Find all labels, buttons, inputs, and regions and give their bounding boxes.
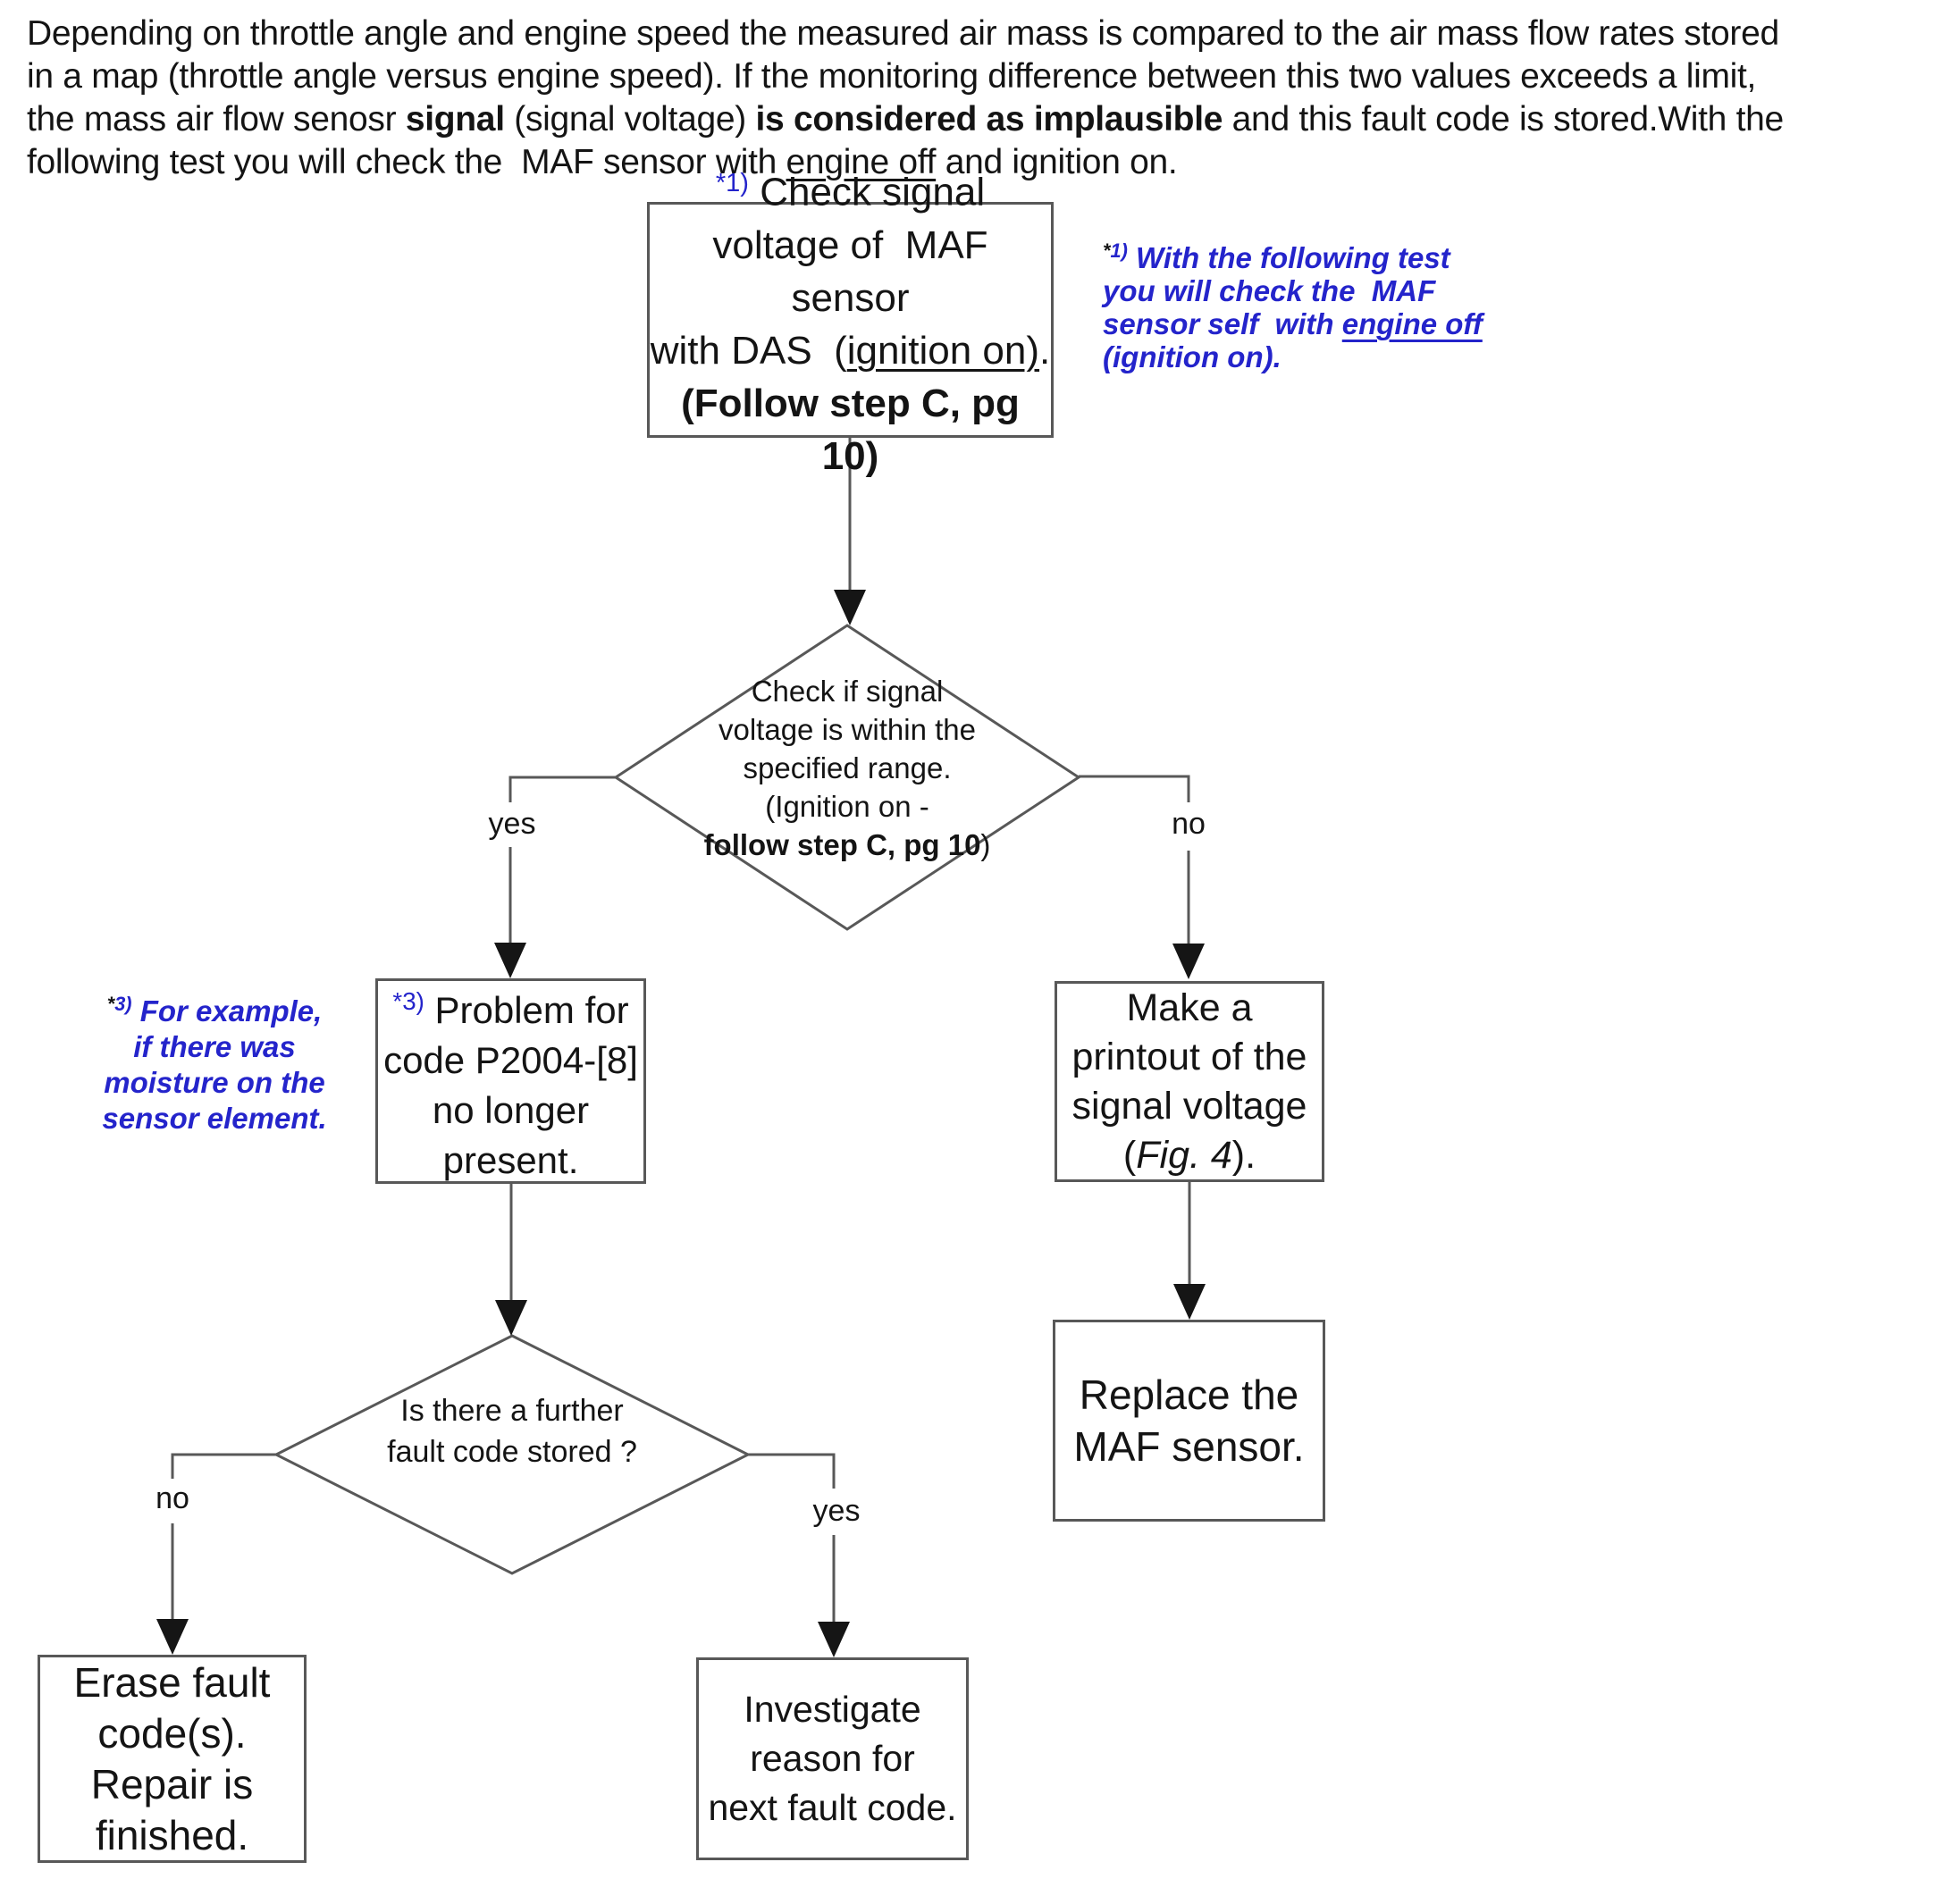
box5-line-2: MAF sensor. bbox=[1073, 1423, 1305, 1470]
decision-diamond-signal-range-shape bbox=[613, 624, 1081, 931]
diamond1-line-1: Check if signal bbox=[751, 675, 944, 708]
process-box-replace-maf-sensor: Replace the MAF sensor. bbox=[1053, 1320, 1325, 1522]
decision-diamond-further-fault-shape bbox=[273, 1334, 752, 1575]
intro-line-2: in a map (throttle angle versus engine s… bbox=[27, 57, 1757, 96]
box6-line-3: Repair is bbox=[90, 1760, 254, 1808]
arrowhead-into-box7 bbox=[818, 1622, 850, 1657]
box4-line-3: signal voltage bbox=[1071, 1084, 1307, 1128]
annotation-note-1: *1) With the following test you will che… bbox=[1103, 234, 1496, 373]
note1-line-2: you will check the MAF bbox=[1103, 274, 1436, 307]
box5-line-1: Replace the bbox=[1079, 1371, 1299, 1418]
box4-line-2: printout of the bbox=[1071, 1035, 1307, 1078]
arrowhead-into-box4 bbox=[1172, 944, 1205, 979]
box4-line-1: Make a bbox=[1126, 986, 1253, 1029]
box1-line-2: voltage of MAF sensor bbox=[712, 222, 999, 320]
diamond2-line-2: fault code stored ? bbox=[387, 1435, 637, 1469]
connector-diamond2-no-upper bbox=[171, 1453, 276, 1479]
box6-line-1: Erase fault bbox=[73, 1658, 271, 1706]
note3-line-2: if there was bbox=[133, 1030, 296, 1063]
note1-line-1: *1) With the following test bbox=[1103, 239, 1450, 274]
process-box-investigate-next-fault: Investigate reason for next fault code. bbox=[696, 1657, 969, 1860]
footnote-ref-3: *3) bbox=[392, 987, 424, 1015]
box1-line-3: with DAS (ignition on). bbox=[650, 328, 1051, 373]
note1-line-3: sensor self with engine off bbox=[1103, 307, 1483, 340]
note3-line-3: moisture on the bbox=[104, 1066, 325, 1099]
arrowhead-into-box3 bbox=[494, 943, 526, 978]
intro-line-4: following test you will check the MAF se… bbox=[27, 143, 1178, 181]
connector-diamond1-no-upper bbox=[1079, 775, 1190, 802]
intro-paragraph: Depending on throttle angle and engine s… bbox=[27, 13, 1939, 184]
branch-label-yes-diamond2: yes bbox=[812, 1494, 861, 1528]
footnote-ref-1: *1) bbox=[715, 169, 749, 198]
process-box-erase-fault-codes: Erase fault code(s). Repair is finished. bbox=[38, 1655, 307, 1863]
arrowhead-into-box6 bbox=[156, 1619, 189, 1655]
box3-line-1: *3) Problem for bbox=[392, 987, 629, 1031]
box1-line-1: *1) Check signal bbox=[715, 169, 986, 214]
arrowhead-into-diamond2 bbox=[495, 1300, 527, 1336]
connector-diamond2-yes-upper bbox=[748, 1453, 836, 1489]
branch-label-no-diamond2: no bbox=[155, 1481, 189, 1515]
diamond1-line-3: specified range. bbox=[743, 751, 952, 784]
note1-line-4: (ignition on). bbox=[1103, 340, 1282, 373]
box6-line-4: finished. bbox=[95, 1811, 249, 1858]
process-box-check-signal-voltage: *1) Check signal voltage of MAF sensor w… bbox=[647, 169, 1054, 478]
note3-line-1: *3) For example, bbox=[106, 993, 323, 1027]
annotation-note-3: *3) For example, if there was moisture o… bbox=[88, 986, 341, 1137]
diamond1-line-4: (Ignition on - bbox=[765, 790, 929, 823]
branch-label-yes-diamond1: yes bbox=[488, 807, 536, 841]
arrowhead-into-diamond1 bbox=[834, 590, 866, 625]
diamond1-line-5: follow step C, pg 10) bbox=[703, 828, 991, 861]
branch-label-no-diamond1: no bbox=[1172, 807, 1206, 841]
decision-diamond-further-fault-text: Is there a further fault code stored ? bbox=[315, 1390, 709, 1472]
box7-line-2: reason for bbox=[750, 1738, 915, 1779]
box1-line-4: (Follow step C, pg 10) bbox=[681, 381, 1031, 478]
box4-line-4: (Fig. 4). bbox=[1122, 1133, 1256, 1177]
diamond2-line-1: Is there a further bbox=[400, 1394, 624, 1428]
box3-line-4: present. bbox=[442, 1139, 579, 1181]
box7-line-3: next fault code. bbox=[708, 1787, 957, 1828]
decision-diamond-signal-range-text: Check if signal voltage is within the sp… bbox=[642, 672, 1053, 864]
process-box-make-printout: Make a printout of the signal voltage (F… bbox=[1055, 981, 1324, 1182]
intro-line-3: the mass air flow senosr signal (signal … bbox=[27, 100, 1784, 138]
connector-diamond1-yes-upper bbox=[508, 776, 617, 802]
intro-line-1: Depending on throttle angle and engine s… bbox=[27, 14, 1779, 53]
process-box-problem-no-longer-present: *3) Problem for code P2004-[8] no longer… bbox=[375, 978, 646, 1184]
arrowhead-into-box5 bbox=[1173, 1284, 1206, 1320]
box6-line-2: code(s). bbox=[97, 1709, 247, 1757]
box3-line-2: code P2004-[8] bbox=[383, 1039, 638, 1081]
note3-line-4: sensor element. bbox=[102, 1102, 327, 1135]
box7-line-1: Investigate bbox=[744, 1689, 921, 1730]
box3-line-3: no longer bbox=[432, 1089, 590, 1131]
diamond1-line-2: voltage is within the bbox=[718, 713, 976, 746]
